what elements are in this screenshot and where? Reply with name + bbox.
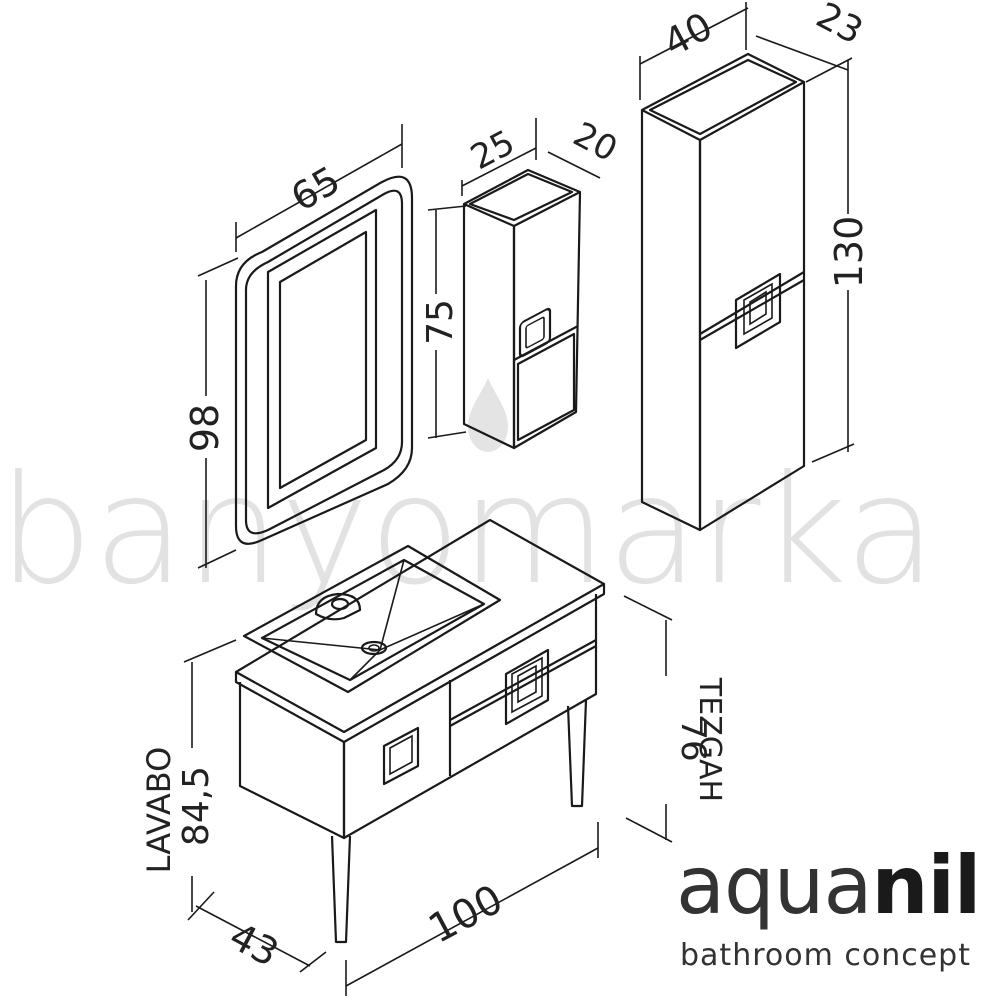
watermark-text: banyomarka: [0, 444, 937, 618]
mirror: [197, 124, 414, 569]
brand-logo: aquanil: [676, 846, 981, 926]
brand-name-bold: nil: [871, 839, 982, 932]
small-cabinet-width-label: 25: [464, 122, 521, 178]
tezgah-height-label: 76: [673, 718, 713, 761]
tall-cabinet-width-label: 40: [656, 4, 719, 66]
tezgah-label: TEZGAH: [692, 677, 727, 802]
mirror-height-label: 98: [183, 404, 227, 452]
brand-tagline: bathroom concept: [680, 938, 971, 973]
brand-name-light: aqua: [676, 839, 873, 932]
vanity-width-label: 100: [421, 876, 510, 952]
small-wall-cabinet: [427, 118, 601, 450]
small-cabinet-height-label: 75: [420, 299, 461, 345]
lavabo-label: LAVABO: [140, 747, 178, 874]
mirror-width-label: 65: [284, 158, 348, 220]
vanity-depth-label: 43: [222, 914, 285, 976]
lavabo-height-label: 84,5: [176, 766, 217, 846]
water-drop-icon: [468, 378, 508, 452]
small-cabinet-depth-label: 20: [567, 114, 624, 170]
tall-cabinet-height-label: 130: [827, 216, 871, 289]
tall-cabinet-depth-label: 23: [810, 0, 870, 53]
